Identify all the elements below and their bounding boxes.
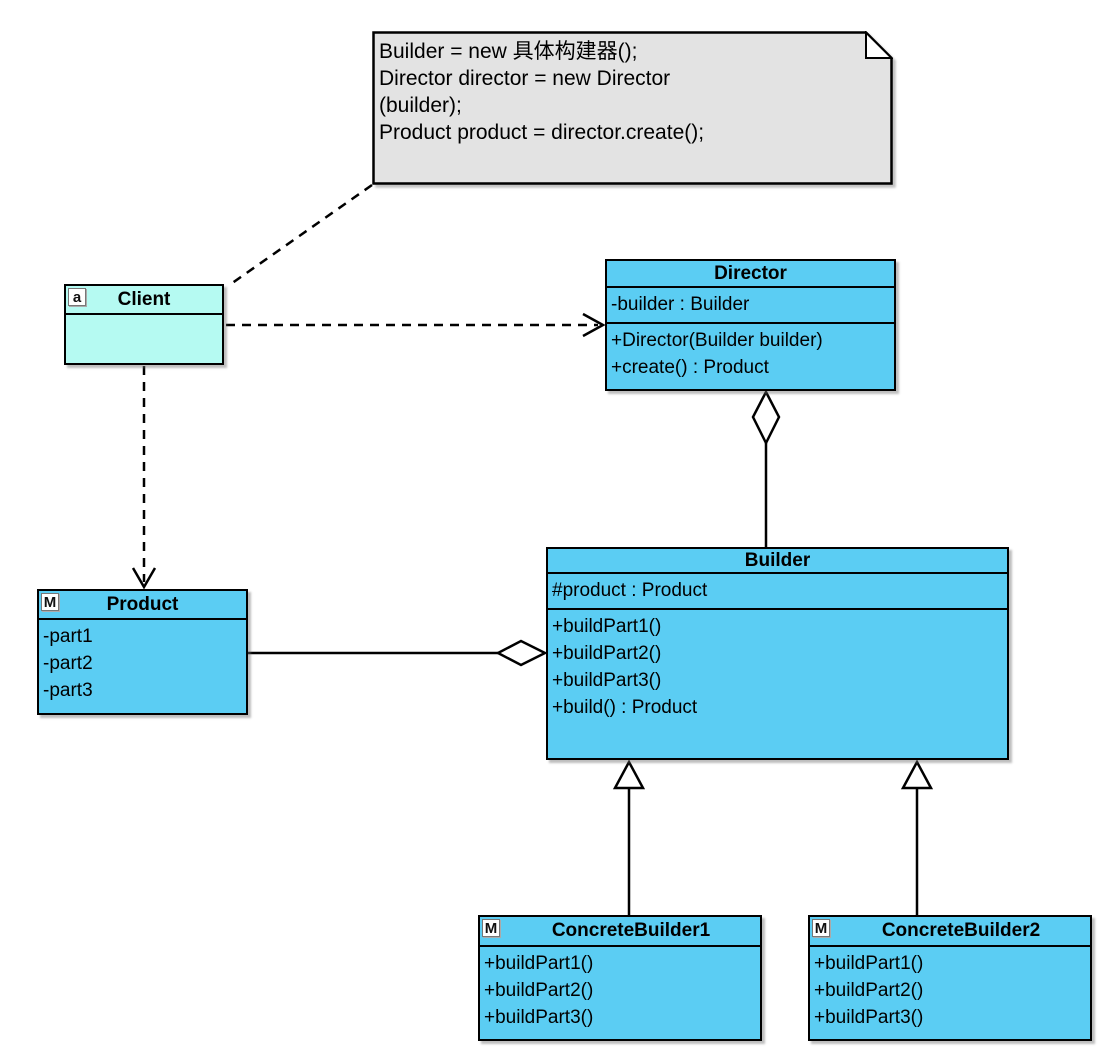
class-title: Director [714,263,787,284]
class-methods: +buildPart1() +buildPart2() +buildPart3(… [810,945,1090,1039]
attribute: #product : Product [552,580,708,601]
note-fold-corner-icon [865,31,893,59]
method: +create() : Product [611,357,769,378]
generalization-concretebuilder1-builder[interactable] [612,759,646,915]
method: +buildPart2() [552,643,662,664]
method: +buildPart1() [814,953,924,974]
attribute: -builder : Builder [611,294,750,315]
class-stereotype-icon: a [68,288,86,306]
class-stereotype-icon: M [482,919,500,937]
attribute: -part2 [43,653,93,674]
class-title: Builder [744,550,811,571]
method: +buildPart3() [814,1007,924,1028]
class-stereotype-icon: M [41,593,59,611]
method: +buildPart1() [484,953,594,974]
dependency-arrow-client-product[interactable] [131,366,157,590]
aggregation-director-builder[interactable] [751,389,781,547]
method: +build() : Product [552,697,698,718]
method: +buildPart3() [552,670,662,691]
note-text: Builder = new 具体构建器(); Director director… [372,31,893,185]
class-title: ConcreteBuilder2 [881,920,1041,941]
class-attributes: -builder : Builder [607,286,894,322]
note-shape [372,31,893,185]
class-methods: +buildPart1() +buildPart2() +buildPart3(… [548,608,1007,758]
class-title: Client [117,289,171,310]
class-client[interactable]: a Client [64,284,224,365]
class-body-empty [66,313,222,363]
class-attributes: -part1 -part2 -part3 [39,618,246,713]
class-title: ConcreteBuilder1 [551,920,711,941]
note-line: (builder); [379,94,462,117]
note-line: Director director = new Director [379,67,671,90]
note-line: Builder = new 具体构建器(); [379,40,638,63]
note-line: Product product = director.create(); [379,121,705,144]
method: +buildPart2() [814,980,924,1001]
class-product[interactable]: M Product -part1 -part2 -part3 [37,589,248,715]
method: +Director(Builder builder) [611,330,823,351]
generalization-concretebuilder2-builder[interactable] [900,759,934,915]
attribute: -part3 [43,680,93,701]
class-concretebuilder2[interactable]: M ConcreteBuilder2 +buildPart1() +buildP… [808,915,1092,1041]
class-title: Product [106,594,179,615]
class-stereotype-icon: M [812,919,830,937]
method: +buildPart1() [552,616,662,637]
class-builder[interactable]: Builder #product : Product +buildPart1()… [546,547,1009,760]
aggregation-builder-product[interactable] [248,639,548,667]
method: +buildPart2() [484,980,594,1001]
class-methods: +Director(Builder builder) +create() : P… [607,322,894,389]
class-methods: +buildPart1() +buildPart2() +buildPart3(… [480,945,760,1039]
class-attributes: #product : Product [548,572,1007,608]
uml-note[interactable]: Builder = new 具体构建器(); Director director… [372,31,893,185]
class-director[interactable]: Director -builder : Builder +Director(Bu… [605,259,896,391]
class-concretebuilder1[interactable]: M ConcreteBuilder1 +buildPart1() +buildP… [478,915,762,1041]
dependency-arrow-client-director[interactable] [226,312,606,338]
note-anchor-line[interactable] [227,183,373,288]
method: +buildPart3() [484,1007,594,1028]
attribute: -part1 [43,626,93,647]
